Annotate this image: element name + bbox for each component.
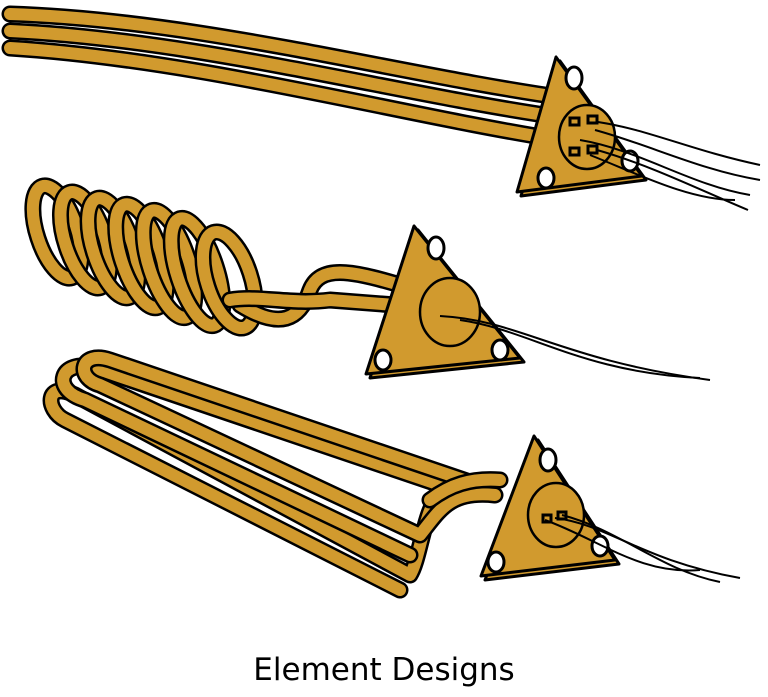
bolt-hole bbox=[564, 65, 584, 91]
bolt-hole bbox=[590, 534, 610, 558]
straight-tube-element bbox=[1, 5, 761, 211]
coiled-tube-element bbox=[24, 177, 711, 381]
mounting-flange bbox=[364, 224, 526, 380]
bolt-hole bbox=[536, 166, 556, 190]
mounting-flange bbox=[479, 434, 621, 582]
lead-wires bbox=[439, 315, 711, 381]
folded-tube-element bbox=[42, 349, 741, 599]
lead-wires bbox=[579, 121, 761, 211]
bolt-hole bbox=[538, 447, 558, 473]
terminal-boss bbox=[526, 481, 586, 549]
bolt-hole bbox=[426, 235, 446, 261]
straight-tubes bbox=[1, 5, 574, 149]
lead-wires bbox=[544, 514, 741, 583]
hairpin-tubes bbox=[42, 349, 509, 599]
diagram-caption: Element Designs bbox=[253, 652, 515, 688]
terminal-boss bbox=[418, 276, 482, 348]
coil bbox=[24, 177, 409, 337]
bolt-hole bbox=[486, 550, 506, 574]
bolt-hole bbox=[373, 348, 393, 372]
bolt-hole bbox=[490, 338, 510, 362]
mounting-flange bbox=[515, 55, 648, 198]
